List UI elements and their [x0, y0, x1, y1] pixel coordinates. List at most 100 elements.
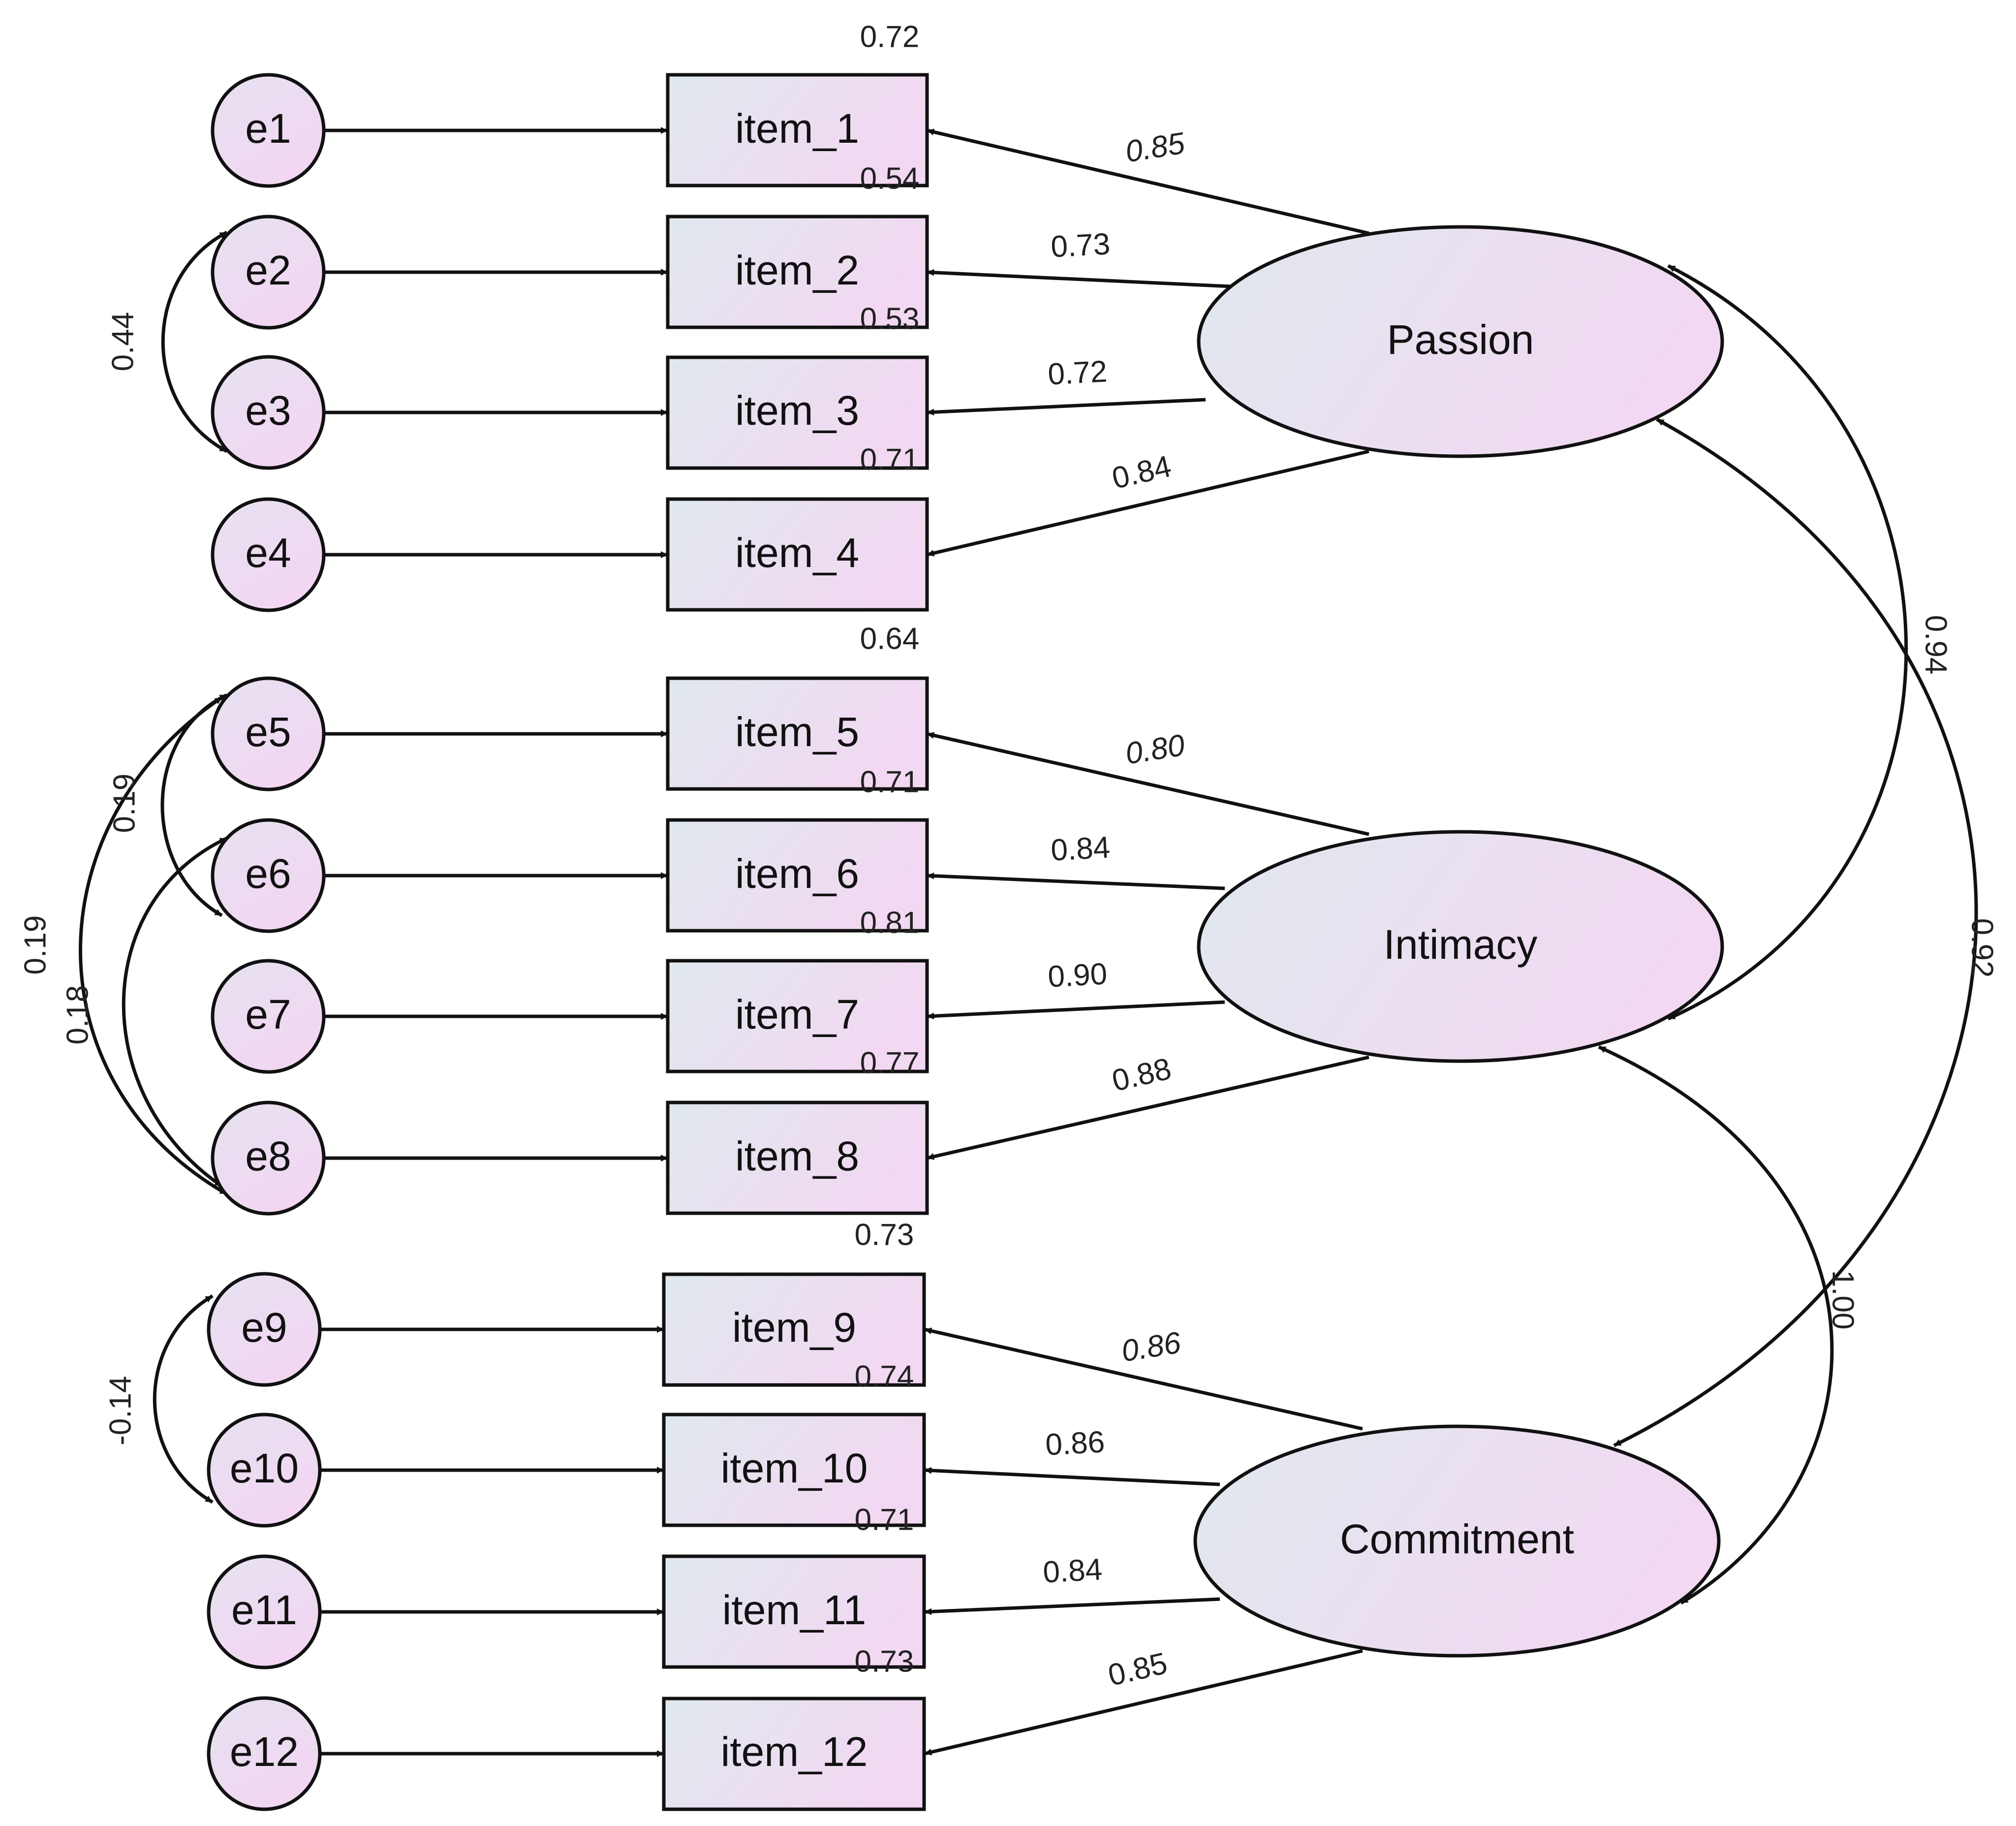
observed-item-3: item_3: [666, 355, 929, 470]
error-term-e12: e12: [207, 1696, 322, 1811]
r-squared-label: 0.73: [855, 1644, 914, 1678]
r-squared-label: 0.71: [855, 1503, 914, 1537]
loading-label: 0.86: [1045, 1425, 1106, 1462]
error-term-label: e10: [230, 1445, 299, 1491]
observed-item-9: item_9: [662, 1272, 926, 1387]
item-label: item_12: [721, 1729, 868, 1775]
error-term-label: e11: [231, 1587, 297, 1633]
factor-loading-arrow: [927, 732, 1369, 836]
observed-item-6: item_6: [666, 818, 929, 933]
loading-label: 0.88: [1109, 1052, 1175, 1098]
error-circle: [211, 215, 326, 330]
factor-loading-arrow: [927, 1055, 1369, 1160]
error-term-e3: e3: [211, 355, 326, 470]
error-circle: [207, 1272, 322, 1387]
factor-label: Passion: [1387, 316, 1534, 363]
factor-loading-arrow: [924, 1327, 1363, 1431]
factor-loading-arrow: [927, 449, 1369, 557]
error-covariance-label: 0.19: [107, 774, 141, 833]
factor-loading-arrow: [927, 1000, 1225, 1020]
error-covariance-label: 0.19: [18, 915, 52, 975]
loading-label: 0.72: [1047, 354, 1108, 391]
item-box: [666, 959, 929, 1073]
factor-correlation-label: 1.00: [1826, 1270, 1860, 1330]
factor-ellipse: [1197, 830, 1724, 1063]
factor-correlation-label: 0.94: [1919, 615, 1953, 675]
item-box: [666, 497, 929, 612]
item-box: [666, 73, 929, 188]
r-squared-label: 0.71: [860, 765, 920, 799]
latent-intimacy: Intimacy: [1197, 830, 1724, 1063]
covariance-e2-e3: [161, 230, 228, 453]
r-squared-label: 0.72: [860, 20, 920, 54]
item-label: item_11: [722, 1587, 867, 1633]
item-label: item_8: [735, 1133, 859, 1179]
nodes-layer: e1 e2 e3 e4 e5 e6 e7 e8 e9 e10 e11 e12 item_1 item_2i…: [207, 73, 1724, 1811]
covariance-e6-e8: [122, 836, 228, 1188]
observed-item-2: item_2: [666, 215, 929, 329]
error-circle: [207, 1696, 322, 1811]
factor-loading-arrow: [927, 398, 1206, 416]
item-box: [662, 1272, 926, 1387]
error-term-e4: e4: [211, 497, 326, 612]
item-label: item_1: [735, 105, 859, 152]
item-label: item_7: [735, 991, 859, 1038]
item-label: item_4: [735, 530, 859, 576]
error-circle: [211, 73, 326, 188]
item-label: item_6: [735, 850, 859, 897]
error-circle: [211, 676, 326, 791]
loading-label: 0.85: [1123, 126, 1187, 169]
error-term-label: e5: [245, 709, 291, 755]
correlation-passion-commitment: [1613, 417, 1978, 1448]
observed-item-5: item_5: [666, 676, 929, 791]
error-term-e2: e2: [211, 215, 326, 330]
factor-loading-arrow: [927, 128, 1369, 235]
error-term-label: e7: [245, 991, 291, 1038]
observed-item-10: item_10: [662, 1413, 926, 1527]
paths-layer: [79, 127, 1978, 1757]
observed-item-8: item_8: [666, 1101, 929, 1215]
error-covariance-label: 0.18: [61, 985, 94, 1045]
error-covariance-label: -0.14: [103, 1376, 137, 1445]
loading-label: 0.84: [1042, 1552, 1103, 1589]
error-term-label: e9: [241, 1304, 287, 1351]
item-box: [662, 1697, 926, 1811]
error-term-e1: e1: [211, 73, 326, 188]
item-box: [662, 1413, 926, 1527]
error-circle: [207, 1554, 322, 1669]
correlation-intimacy-commitment: [1598, 1045, 1834, 1605]
error-term-e6: e6: [211, 818, 326, 933]
item-label: item_10: [721, 1445, 868, 1491]
r-squared-label: 0.73: [855, 1218, 914, 1252]
loading-label: 0.84: [1109, 449, 1175, 496]
error-circle: [211, 818, 326, 933]
factor-loading-arrow: [924, 1597, 1220, 1615]
error-covariance-label: 0.44: [106, 312, 140, 372]
latent-passion: Passion: [1197, 225, 1724, 458]
r-squared-label: 0.71: [860, 442, 920, 476]
r-squared-label: 0.64: [860, 622, 920, 656]
error-circle: [211, 1101, 326, 1216]
error-circle: [211, 959, 326, 1074]
factor-ellipse: [1193, 1424, 1721, 1658]
loading-label: 0.90: [1047, 957, 1108, 994]
error-term-label: e4: [245, 530, 291, 576]
observed-item-11: item_11: [662, 1554, 926, 1669]
r-squared-label: 0.54: [860, 161, 920, 195]
latent-commitment: Commitment: [1193, 1424, 1721, 1658]
error-term-label: e1: [245, 105, 291, 152]
item-box: [666, 355, 929, 470]
error-circle: [207, 1413, 322, 1528]
item-label: item_3: [735, 387, 859, 434]
error-term-label: e8: [245, 1133, 291, 1179]
item-label: item_2: [735, 247, 859, 293]
factor-loading-arrow: [924, 1649, 1363, 1756]
error-term-e5: e5: [211, 676, 326, 791]
factor-loading-arrow: [924, 1467, 1220, 1486]
error-circle: [211, 355, 326, 470]
item-box: [666, 676, 929, 791]
factor-ellipse: [1197, 225, 1724, 458]
error-term-label: e3: [245, 387, 291, 434]
error-term-e10: e10: [207, 1413, 322, 1528]
